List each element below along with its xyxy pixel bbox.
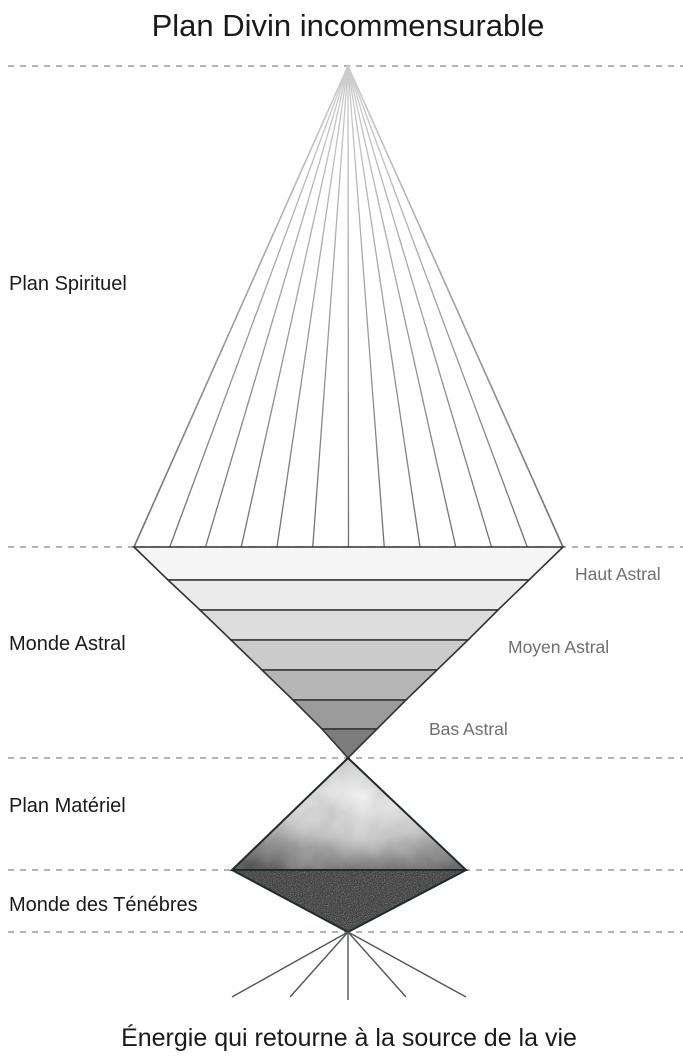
spiritual-ray <box>170 66 348 547</box>
plane-label-materiel: Plan Matériel <box>9 795 126 817</box>
returning-ray <box>348 932 406 997</box>
astral-label-bas: Bas Astral <box>429 719 508 739</box>
returning-ray <box>290 932 348 997</box>
astral-label-haut: Haut Astral <box>575 564 661 584</box>
darkness-triangle <box>232 870 466 932</box>
spiritual-ray <box>348 66 420 547</box>
spiritual-ray <box>348 66 349 547</box>
returning-ray <box>232 932 348 997</box>
spiritual-ray <box>348 66 527 547</box>
spiritual-ray <box>277 66 348 547</box>
returning-ray <box>348 932 466 997</box>
plane-label-spirituel: Plan Spirituel <box>9 273 127 295</box>
astral-label-moyen: Moyen Astral <box>508 637 609 657</box>
astral-band-1 <box>134 547 563 580</box>
bottom-caption: Énergie qui retourne à la source de la v… <box>121 1023 577 1052</box>
spiritual-ray <box>348 66 384 547</box>
plane-label-astral: Monde Astral <box>9 633 126 655</box>
spiritual-ray <box>134 66 348 547</box>
returning-energy-rays <box>232 932 466 1000</box>
astral-band-2 <box>168 580 529 610</box>
spiritual-ray <box>313 66 348 547</box>
spiritual-ray <box>348 66 456 547</box>
astral-band-4 <box>231 640 468 670</box>
astral-band-5 <box>262 670 437 700</box>
astral-band-3 <box>200 610 498 640</box>
astral-band-7 <box>322 729 377 758</box>
material-plane-triangle <box>232 758 466 870</box>
spiritual-plane-rays <box>134 66 563 547</box>
spiritual-ray <box>206 66 349 547</box>
plane-label-tenebres: Monde des Ténébres <box>9 894 198 916</box>
diagram-title: Plan Divin incommensurable <box>152 8 545 43</box>
spiritual-ray <box>348 66 563 547</box>
spiritual-ray <box>348 66 492 547</box>
astral-band-6 <box>293 700 406 729</box>
spiritual-ray <box>241 66 348 547</box>
